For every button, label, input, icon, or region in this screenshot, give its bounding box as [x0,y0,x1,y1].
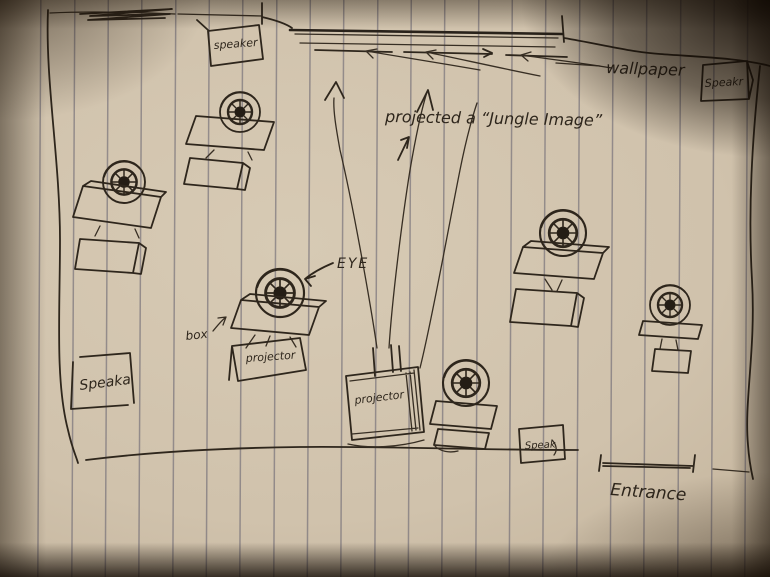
eye-sculpture-bottom [429,358,498,453]
speaker-box-bottom-left: Speaka [70,352,135,410]
eye-label: EYE [337,256,369,272]
projected-caption: projected a “Jungle Image” [384,107,603,130]
beam-arrow-small [397,136,410,161]
eye-sculpture-left [72,159,167,275]
beam-arrowhead-left [324,81,345,101]
projector-flat-label: projector [244,348,297,365]
speaker-top-left-label: speaker [213,36,259,52]
speaker-bottom-left-label: Speaka [79,372,132,394]
eye-sculpture-right [509,208,610,328]
central-projector: projector [345,344,425,448]
speaker-top-right-label: Speakr [704,75,744,90]
entrance-dimension-line [598,454,750,473]
box-pointer-arrow [212,316,227,332]
eye-icon [441,358,491,408]
eye-icon [218,90,262,134]
eye-sculpture-far-right [638,283,703,374]
eye-icon [101,159,147,205]
eye-pointer-arrow [304,262,334,287]
speaker-box-top-right: Speakr [700,60,754,102]
entrance-label: Entrance [610,480,687,505]
eye-icon [254,267,306,319]
scribble-bar [79,8,173,21]
projection-screen [299,42,613,77]
speaker-box-top-left: speaker [196,19,264,67]
projector-center-label: projector [353,388,406,407]
speaker-bottom-mid-label: Speak [525,439,558,452]
speaker-box-bottom-mid: Speak [518,424,566,464]
wallpaper-label: wallpaper [606,58,686,80]
eye-icon [648,283,692,327]
box-label: box [185,327,209,343]
eye-sculpture-top [183,90,275,191]
